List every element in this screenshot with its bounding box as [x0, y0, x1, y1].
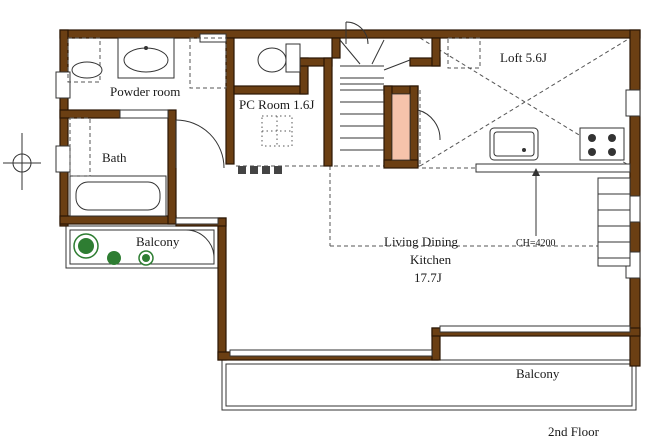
stove-icon	[588, 134, 616, 156]
balcony-large	[221, 359, 637, 411]
plants	[73, 233, 154, 266]
bath-label: Bath	[102, 150, 127, 165]
shelves	[597, 177, 631, 267]
floor-label: 2nd Floor	[548, 424, 600, 439]
stair-void	[391, 93, 411, 161]
ldk-label-line3: 17.7J	[414, 270, 442, 285]
ldk-label-line2: Kitchen	[410, 252, 452, 267]
powder-room-label: Powder room	[110, 84, 180, 99]
bathtub	[69, 117, 167, 217]
powder-room-fixtures	[67, 37, 227, 89]
loft-label: Loft 5.6J	[500, 50, 547, 65]
ceiling-height-label: CH=4200	[516, 238, 556, 249]
pc-room-label: PC Room 1.6J	[239, 97, 315, 112]
balcony-small-label: Balcony	[136, 234, 180, 249]
ldk-label-line1: Living Dining	[384, 234, 459, 249]
staircase	[339, 39, 411, 151]
kitchen-counter	[475, 127, 631, 236]
pc-desk	[238, 115, 293, 174]
compass-icon	[3, 133, 41, 190]
balcony-large-label: Balcony	[516, 366, 560, 381]
loft-hatch	[447, 37, 481, 69]
sink-icon	[71, 61, 103, 79]
toilet	[257, 43, 301, 73]
sink-icon	[493, 131, 535, 157]
